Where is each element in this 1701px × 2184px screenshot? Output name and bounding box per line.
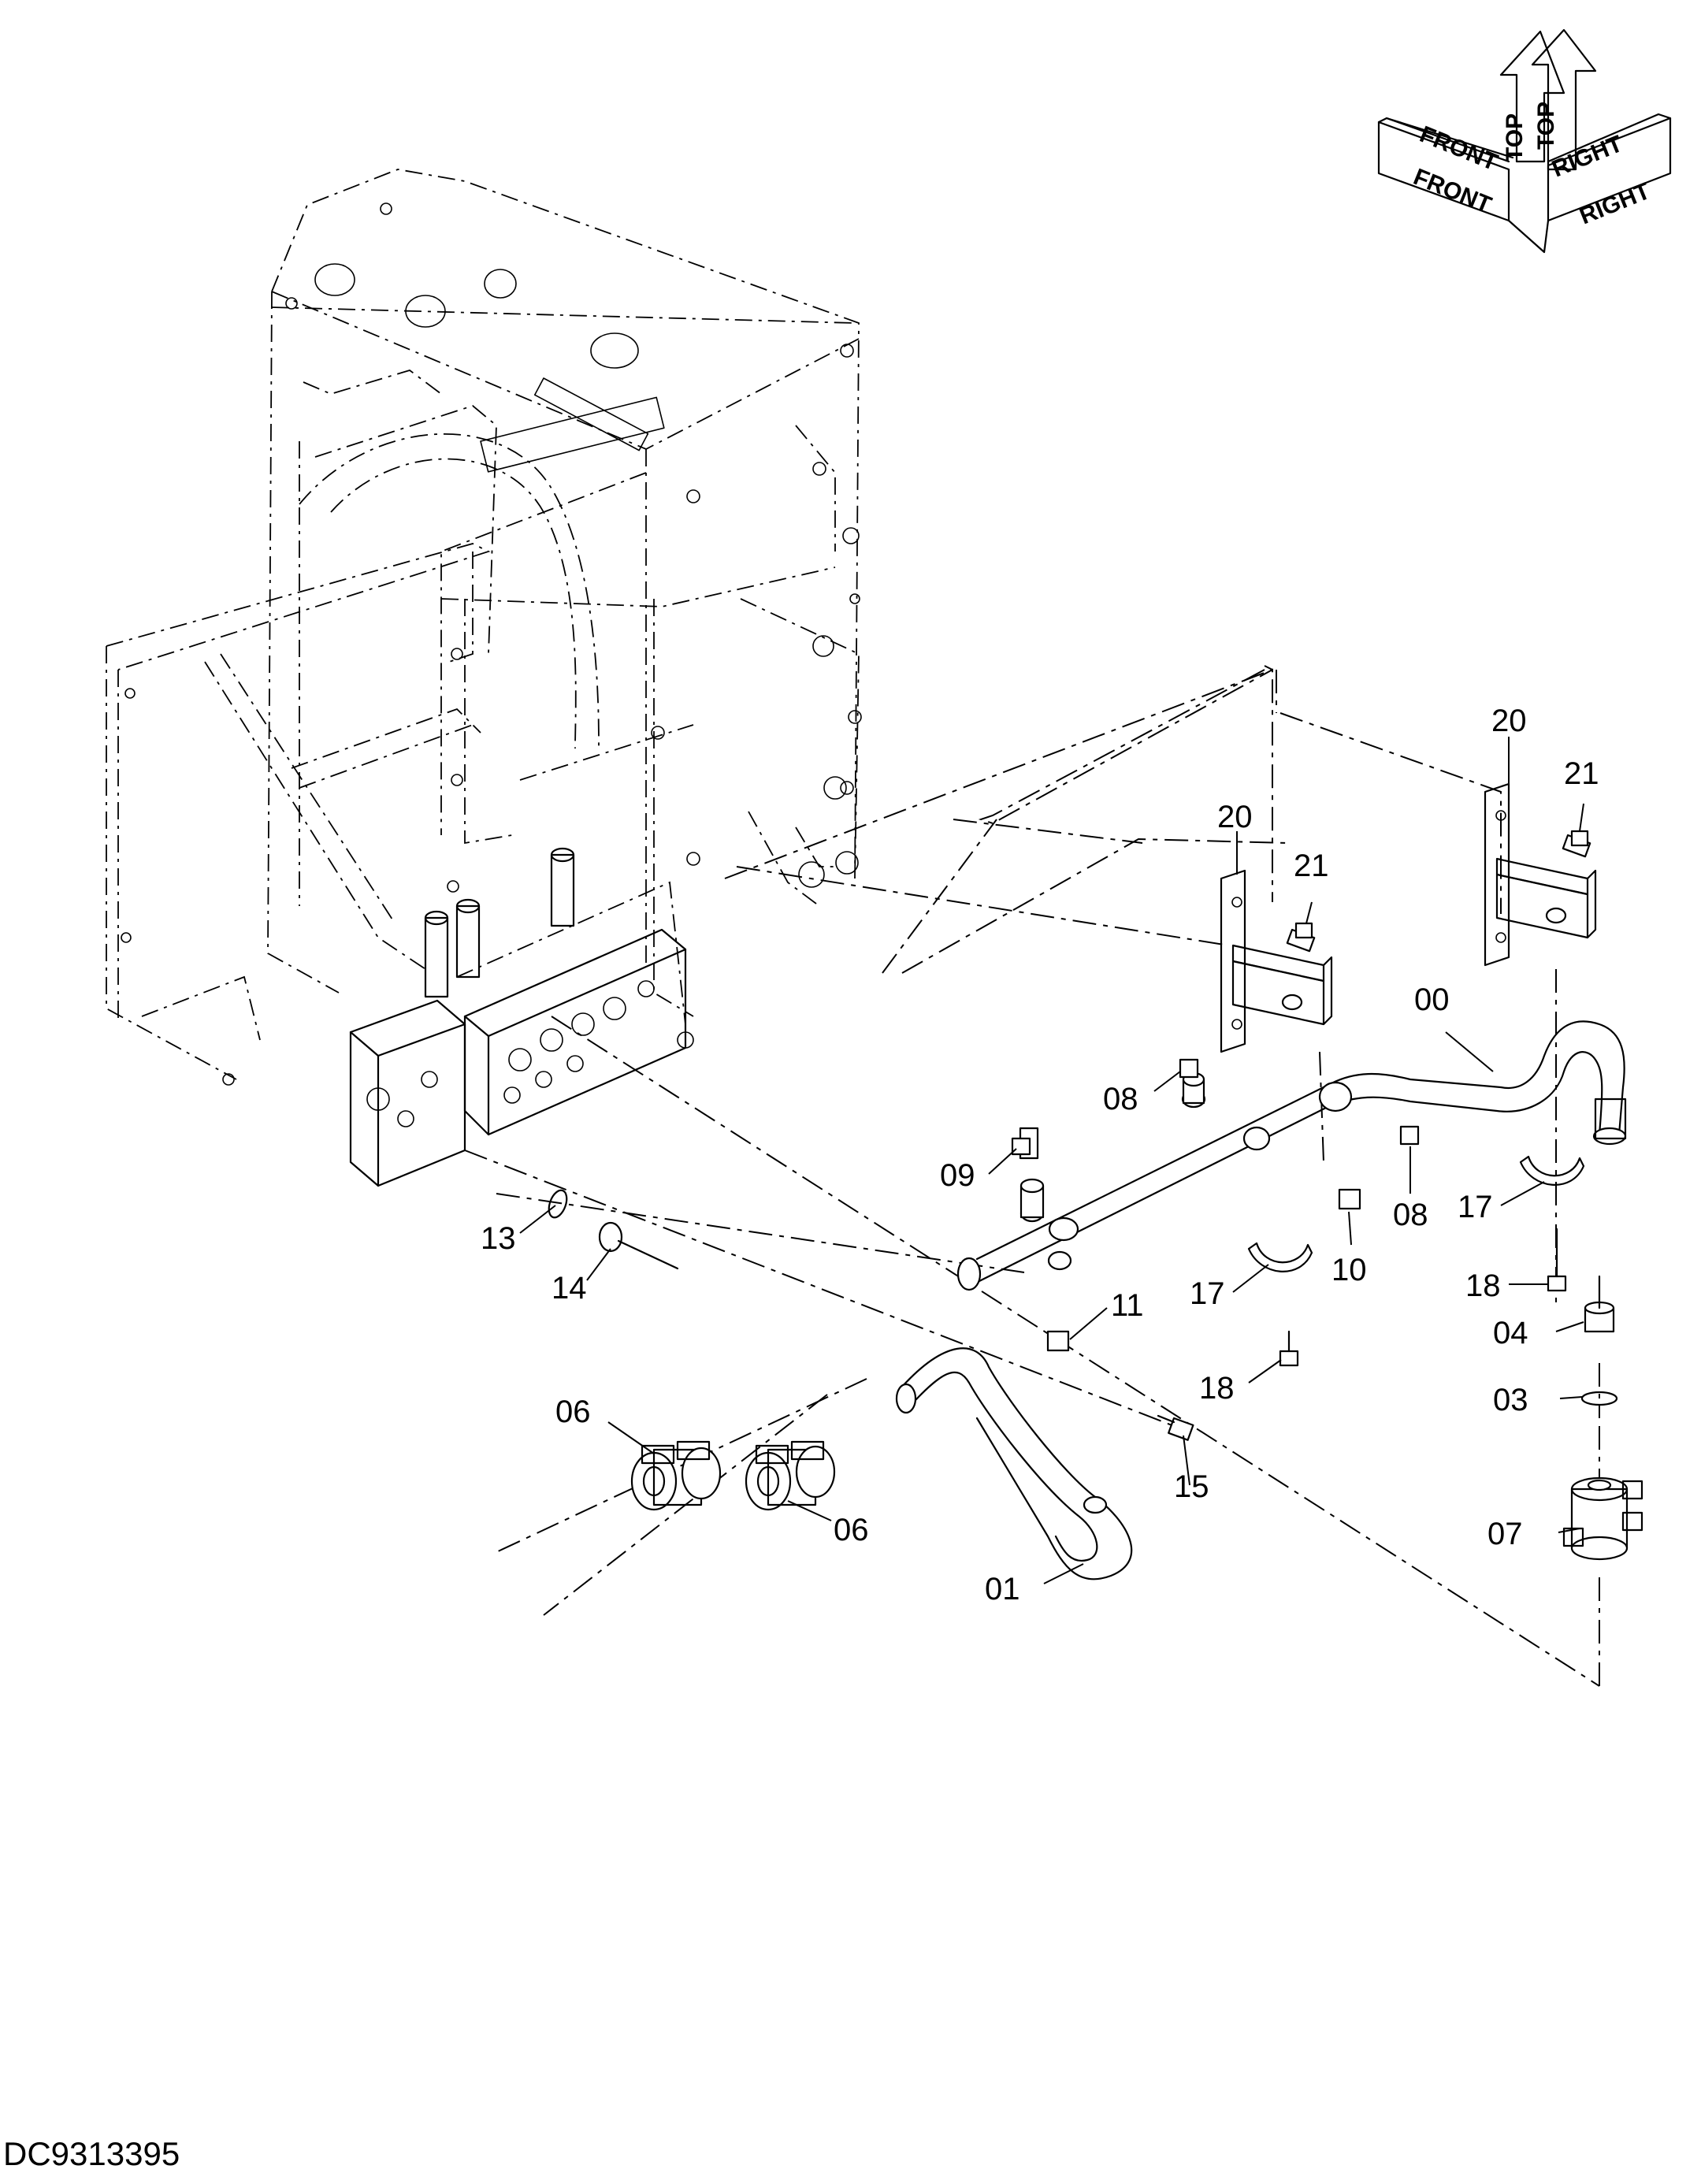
callout-08-right: 08 [1393,1198,1428,1232]
assembly-chain-lines [464,665,1600,1687]
clamp-07 [1562,1476,1643,1561]
callout-00: 00 [1414,982,1450,1017]
callout-15: 15 [1174,1469,1209,1504]
o-ring-03-shape [1580,1391,1618,1406]
callout-01: 01 [985,1572,1020,1606]
frame-assembly-ghost [106,169,862,1086]
orientation-right-upper: RIGHT [1548,131,1626,183]
callout-21-left: 21 [1294,849,1329,883]
callout-06-right: 06 [834,1513,869,1547]
orientation-top-right: TOP [1533,102,1559,150]
clamp-06-right [745,1440,836,1511]
control-valve [349,847,694,1187]
callout-07: 07 [1487,1517,1523,1551]
callout-14: 14 [552,1271,587,1306]
orientation-right-lower: RIGHT [1576,178,1654,230]
fittings [548,830,1618,1441]
callout-21-right: 21 [1564,756,1599,791]
bracket-right [1484,782,1597,967]
callout-17-right: 17 [1458,1190,1493,1224]
bracket-left [1220,869,1333,1053]
callout-18-right: 18 [1465,1268,1501,1303]
callout-13: 13 [481,1221,516,1256]
callout-10: 10 [1331,1253,1367,1287]
callout-labels: 00 01 03 04 06 06 07 08 08 09 10 11 13 1… [481,704,1599,1606]
callout-08-left: 08 [1103,1082,1138,1116]
orientation-indicator: FRONT FRONT TOP TOP RIGHT RIGHT [1377,28,1672,254]
callout-03: 03 [1493,1383,1528,1417]
callout-06-left: 06 [555,1395,591,1429]
callout-09: 09 [940,1158,975,1193]
leader-lines [519,737,1584,1584]
u-pipe-01 [895,1347,1133,1580]
clamp-06-left [630,1440,722,1511]
callout-18-left: 18 [1199,1371,1235,1406]
callout-17-left: 17 [1190,1276,1225,1311]
callout-11: 11 [1111,1288,1144,1323]
document-id: DC9313395 [3,2135,180,2172]
main-pipe-00 [956,1020,1627,1291]
callout-04: 04 [1493,1316,1528,1350]
callout-20-left: 20 [1217,800,1253,834]
callout-20-right: 20 [1491,704,1527,738]
orientation-top-left: TOP [1502,113,1528,162]
